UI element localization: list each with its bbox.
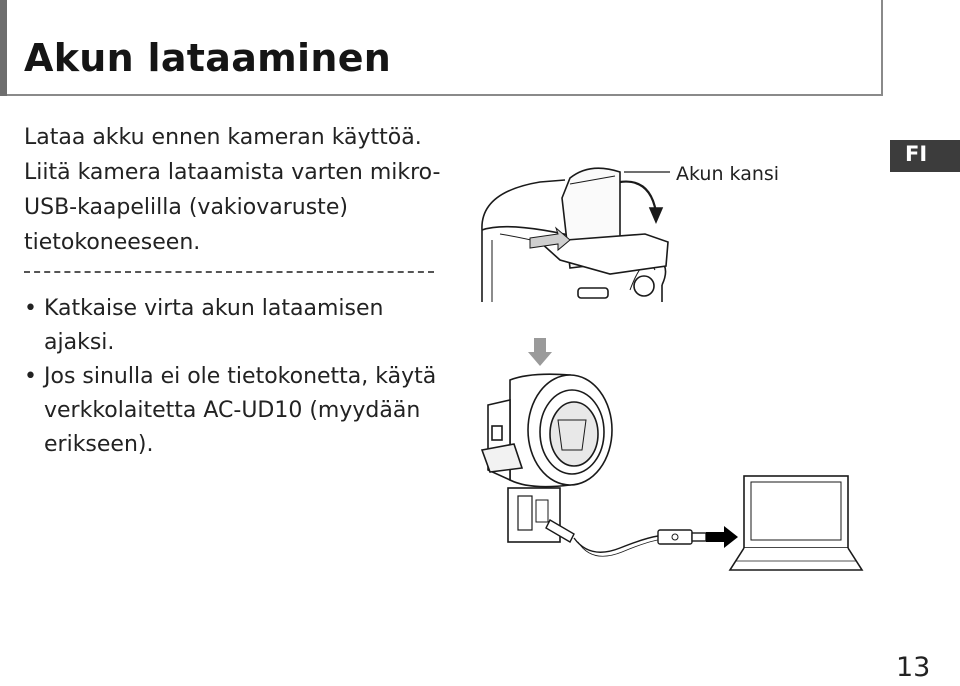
camera-lens-illustration xyxy=(480,373,613,543)
title-frame xyxy=(0,0,883,96)
laptop-icon xyxy=(728,475,864,571)
usb-cable-illustration xyxy=(545,519,707,557)
bullet-icon: • xyxy=(24,296,37,321)
right-arrow-icon xyxy=(706,526,738,548)
intro-paragraph: Lataa akku ennen kameran käyttöä. Liitä … xyxy=(24,125,441,255)
page-number: 13 xyxy=(896,652,931,683)
title-accent-bar xyxy=(0,0,7,96)
language-tab xyxy=(890,140,960,172)
dashed-divider xyxy=(24,271,434,273)
bullet-icon: • xyxy=(24,364,37,389)
camera-battery-cover-illustration xyxy=(481,167,670,302)
language-tab-label: FI xyxy=(905,142,928,166)
note-text: Jos sinulla ei ole tietokonetta, käytä v… xyxy=(44,364,437,457)
note-item: • Katkaise virta akun lataamisen ajaksi. xyxy=(24,292,444,360)
note-text: Katkaise virta akun lataamisen ajaksi. xyxy=(44,296,384,355)
charging-illustration xyxy=(480,167,864,571)
note-item: • Jos sinulla ei ole tietokonetta, käytä… xyxy=(24,360,444,462)
page-title: Akun lataaminen xyxy=(24,36,392,80)
battery-cover-callout: Akun kansi xyxy=(676,163,780,185)
notes-list: • Katkaise virta akun lataamisen ajaksi.… xyxy=(24,292,444,462)
down-arrow-icon xyxy=(528,338,552,366)
